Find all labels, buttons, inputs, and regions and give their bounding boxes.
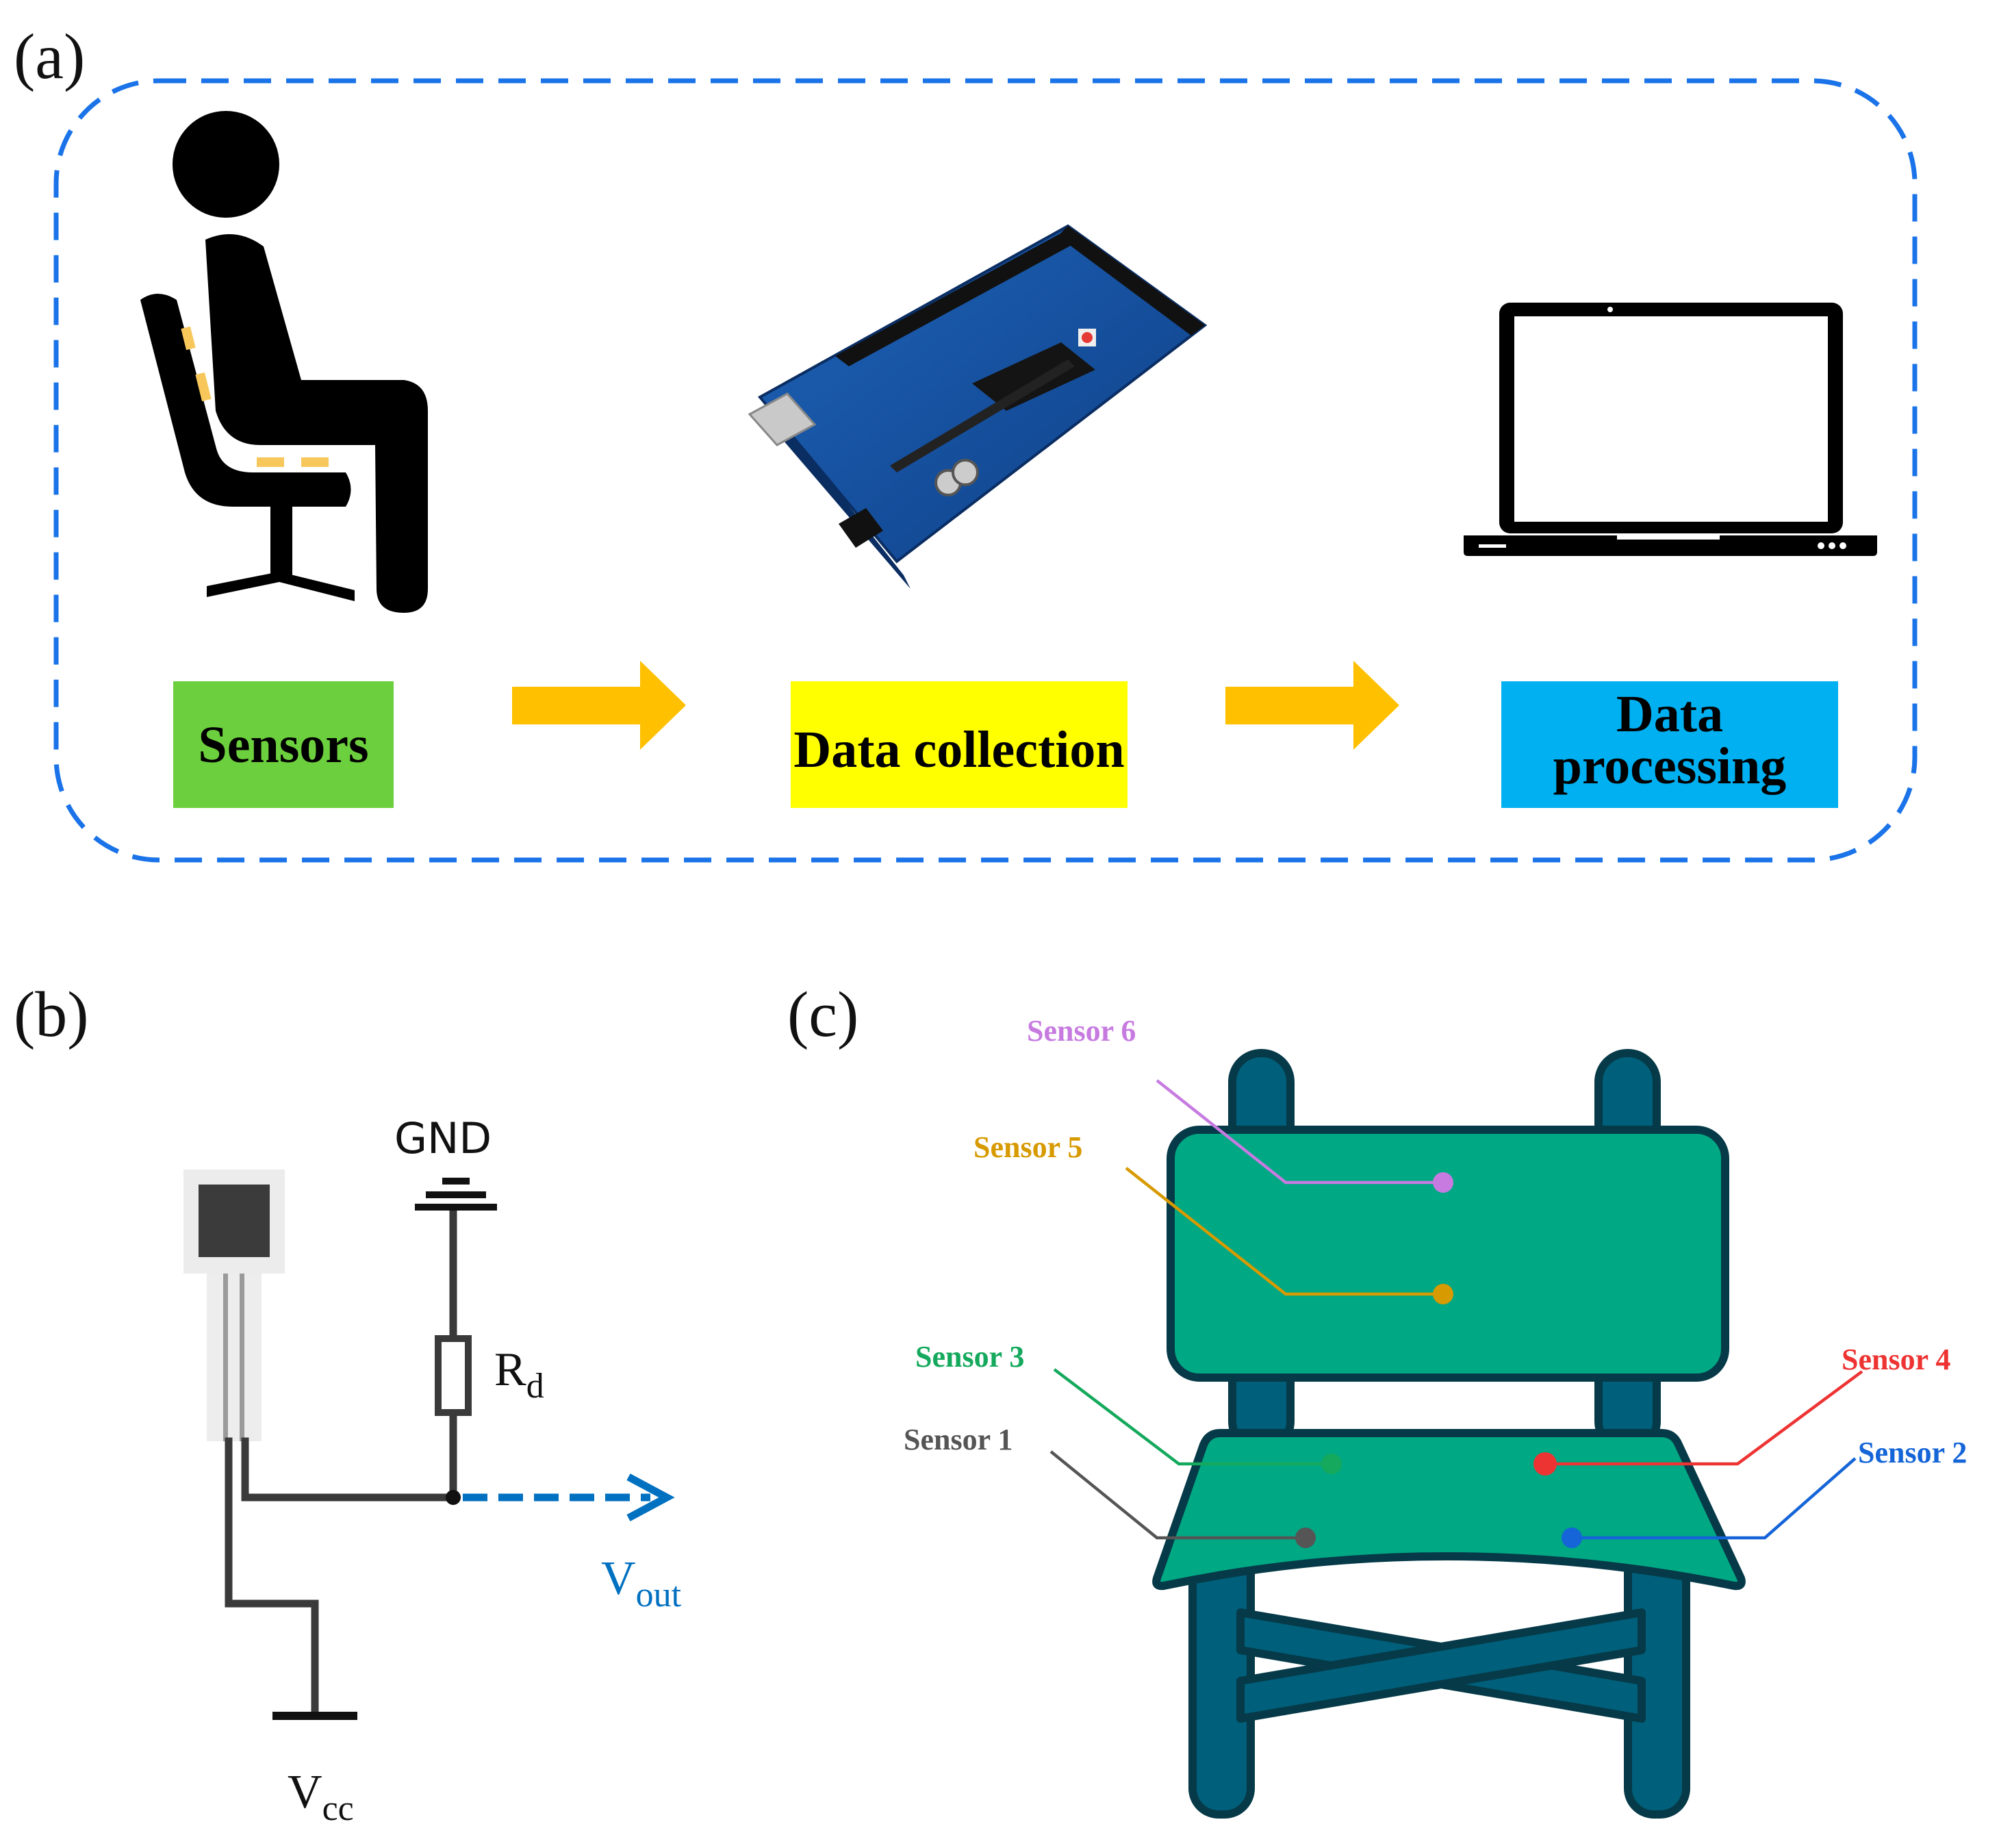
step-data-collection-box: Data collection [791,681,1128,808]
vout-label: Vout [601,1552,682,1615]
sensor-dots [1295,1172,1582,1548]
laptop-icon [1464,303,1877,556]
sensor-4-label: Sensor 4 [1842,1343,1950,1376]
resistor-rd [435,1335,472,1416]
sensor-1-dot [1295,1528,1316,1548]
pipeline-border [53,78,1918,863]
panel-label-b: (b) [14,979,89,1050]
sensor-leaders [1049,1079,1863,1540]
step-data-processing-label: Data processing [1553,685,1787,795]
gnd-label: GND [394,1113,492,1163]
panel-label-a: (a) [14,21,86,92]
seated-person-icon [140,111,428,613]
sensor-6-leader [1156,1079,1443,1185]
sensor-labels: Sensor 6 Sensor 5 Sensor 3 Sensor 4 Sens… [904,1014,1967,1469]
flow-arrow-1 [512,661,686,750]
microcontroller-board-icon [748,224,1208,589]
sensor-1-label: Sensor 1 [904,1423,1013,1456]
sensor-6-dot [1433,1172,1453,1193]
sensor-3-dot [1321,1454,1342,1474]
sensor-3-leader [1053,1368,1332,1466]
vcc-terminal [272,1712,357,1720]
step-data-processing-box: Data processing [1501,681,1838,808]
vout-arrowhead [626,1473,675,1521]
sensor-1-leader [1049,1450,1306,1540]
sensor-markers-on-person [181,326,329,467]
sensor-2-label: Sensor 2 [1858,1436,1967,1469]
panel-label-c: (c) [787,979,859,1050]
step-data-collection-label: Data collection [793,720,1125,779]
sensor-4-leader [1545,1370,1863,1466]
chair-illustration [1152,1049,1746,1819]
sensor-5-leader [1125,1167,1443,1296]
circuit-diagram: GND Rd Vout Vcc [183,1113,682,1828]
sensor-5-dot [1433,1284,1453,1304]
junction-node [446,1490,461,1505]
sensor-4-dot [1533,1452,1557,1476]
sensor-6-label: Sensor 6 [1027,1014,1136,1048]
sensor-5-label: Sensor 5 [973,1130,1082,1164]
sensor-2-leader [1572,1457,1857,1540]
step-sensors-label: Sensors [198,716,369,774]
flow-arrow-2 [1225,661,1399,750]
sensor-2-dot [1562,1528,1582,1548]
resistor-label: Rd [494,1343,544,1406]
vcc-label: Vcc [288,1766,354,1828]
sensor-3-label: Sensor 3 [915,1340,1024,1374]
ground-symbol [415,1178,497,1211]
step-sensors-box: Sensors [173,681,394,808]
